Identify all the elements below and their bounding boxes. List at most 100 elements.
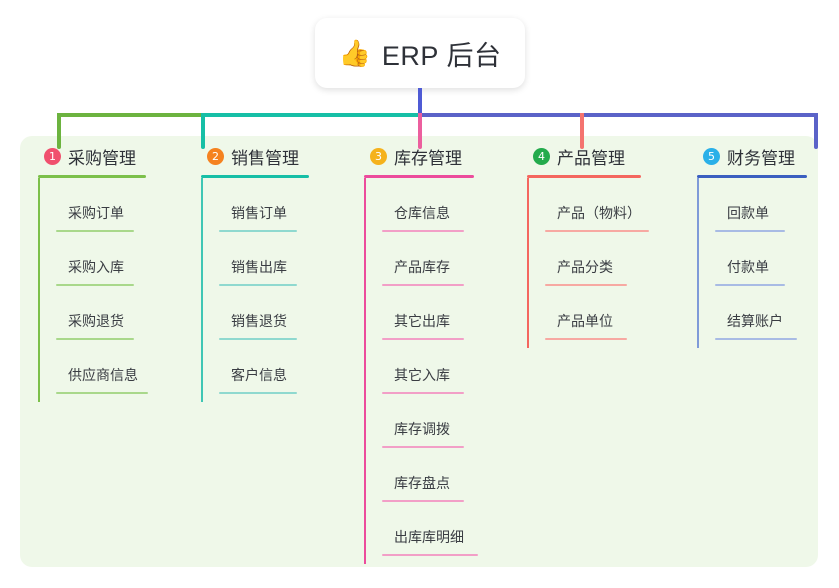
branch-header-2[interactable]: 2 销售管理 (201, 144, 309, 168)
leaf-item-label: 其它入库 (394, 367, 450, 383)
leaf-item-label: 采购退货 (68, 313, 124, 329)
branch-header-rule (201, 175, 309, 178)
leaf-item[interactable]: 销售订单 (219, 178, 309, 232)
leaf-item-rule (715, 230, 785, 232)
leaf-item-rule (382, 500, 464, 502)
connector-drop (418, 113, 422, 149)
branch-column-1: 1 采购管理采购订单采购入库采购退货供应商信息 (38, 144, 148, 402)
connector-bar-segment (57, 113, 201, 117)
branch-header-4[interactable]: 4 产品管理 (527, 144, 641, 168)
leaf-item-rule (56, 392, 148, 394)
leaf-item[interactable]: 采购退货 (56, 286, 146, 340)
branch-leaf-list: 销售订单销售出库销售退货客户信息 (201, 178, 309, 402)
branch-leaf-list: 回款单付款单结算账户 (697, 178, 807, 348)
leaf-item-label: 客户信息 (231, 367, 287, 383)
thumbs-up-icon: 👍 (338, 38, 371, 68)
branch-number-badge: 2 (207, 147, 224, 165)
branch-title: 采购管理 (68, 148, 136, 168)
background-panel (20, 136, 818, 567)
leaf-item-rule (715, 338, 797, 340)
leaf-item[interactable]: 采购订单 (56, 178, 146, 232)
branch-title: 产品管理 (557, 148, 625, 168)
leaf-item-label: 出库库明细 (394, 529, 464, 545)
leaf-item-rule (382, 554, 478, 556)
leaf-item-rule (56, 338, 134, 340)
branch-title: 销售管理 (231, 148, 299, 168)
leaf-item-label: 回款单 (727, 205, 769, 221)
leaf-item[interactable]: 仓库信息 (382, 178, 474, 232)
branch-spine (201, 178, 203, 402)
branch-header-5[interactable]: 5 财务管理 (697, 144, 807, 168)
leaf-item[interactable]: 销售退货 (219, 286, 309, 340)
leaf-item[interactable]: 回款单 (715, 178, 807, 232)
branch-column-5: 5 财务管理回款单付款单结算账户 (697, 144, 807, 348)
leaf-item-label: 销售出库 (231, 259, 287, 275)
branch-number-badge: 1 (44, 147, 61, 165)
branch-header-rule (38, 175, 146, 178)
leaf-item[interactable]: 结算账户 (715, 286, 807, 340)
branch-column-4: 4 产品管理产品（物料） 产品分类产品单位 (527, 144, 649, 348)
branch-column-2: 2 销售管理销售订单销售出库销售退货客户信息 (201, 144, 309, 402)
leaf-item[interactable]: 库存调拨 (382, 394, 474, 448)
leaf-item[interactable]: 产品库存 (382, 232, 474, 286)
leaf-item[interactable]: 出库库明细 (382, 502, 478, 556)
leaf-item[interactable]: 产品单位 (545, 286, 641, 340)
connector-bar-segment (418, 113, 818, 117)
leaf-item[interactable]: 产品（物料） (545, 178, 649, 232)
branch-spine (364, 178, 366, 564)
leaf-item[interactable]: 采购入库 (56, 232, 146, 286)
branch-leaf-list: 采购订单采购入库采购退货供应商信息 (38, 178, 148, 402)
leaf-item-label: 采购入库 (68, 259, 124, 275)
branch-number-badge: 3 (370, 147, 387, 165)
leaf-item-label: 结算账户 (727, 313, 783, 329)
leaf-item-rule (56, 284, 134, 286)
branch-header-3[interactable]: 3 库存管理 (364, 144, 474, 168)
leaf-item[interactable]: 客户信息 (219, 340, 309, 394)
connector-drop (580, 113, 584, 149)
leaf-item[interactable]: 其它入库 (382, 340, 474, 394)
leaf-item-rule (382, 284, 464, 286)
connector-drop (57, 113, 61, 149)
leaf-item-label: 销售订单 (231, 205, 287, 221)
leaf-item-label: 产品库存 (394, 259, 450, 275)
leaf-item-label: 采购订单 (68, 205, 124, 221)
leaf-item-label: 库存调拨 (394, 421, 450, 437)
leaf-item[interactable]: 销售出库 (219, 232, 309, 286)
branch-header-rule (527, 175, 641, 178)
root-node-erp-backend[interactable]: 👍 ERP 后台 (315, 18, 525, 88)
branch-number-badge: 4 (533, 147, 550, 165)
leaf-item[interactable]: 库存盘点 (382, 448, 474, 502)
branch-column-3: 3 库存管理仓库信息产品库存其它出库其它入库库存调拨库存盘点出库库明细 (364, 144, 478, 564)
leaf-item-label: 付款单 (727, 259, 769, 275)
connector-drop (201, 113, 205, 149)
leaf-item-rule (382, 446, 464, 448)
leaf-item-rule (219, 284, 297, 286)
leaf-item-rule (56, 230, 134, 232)
leaf-item-label: 产品（物料） (557, 205, 641, 221)
leaf-item-label: 仓库信息 (394, 205, 450, 221)
leaf-item-rule (219, 230, 297, 232)
branch-title: 库存管理 (394, 148, 462, 168)
connector-trunk (418, 88, 422, 117)
branch-header-1[interactable]: 1 采购管理 (38, 144, 146, 168)
leaf-item[interactable]: 产品分类 (545, 232, 641, 286)
leaf-item[interactable]: 其它出库 (382, 286, 474, 340)
leaf-item[interactable]: 供应商信息 (56, 340, 148, 394)
leaf-item-label: 产品单位 (557, 313, 613, 329)
leaf-item-label: 产品分类 (557, 259, 613, 275)
branch-spine (38, 178, 40, 402)
leaf-item-rule (382, 338, 464, 340)
root-node-title: ERP 后台 (381, 40, 502, 71)
leaf-item[interactable]: 付款单 (715, 232, 807, 286)
branch-title: 财务管理 (727, 148, 795, 168)
branch-number-badge: 5 (703, 147, 720, 165)
branch-spine (527, 178, 529, 348)
leaf-item-rule (545, 284, 627, 286)
connector-bar-segment (201, 113, 418, 117)
leaf-item-rule (382, 230, 464, 232)
branch-leaf-list: 仓库信息产品库存其它出库其它入库库存调拨库存盘点出库库明细 (364, 178, 478, 564)
branch-header-rule (364, 175, 474, 178)
branch-spine (697, 178, 699, 348)
leaf-item-rule (219, 338, 297, 340)
